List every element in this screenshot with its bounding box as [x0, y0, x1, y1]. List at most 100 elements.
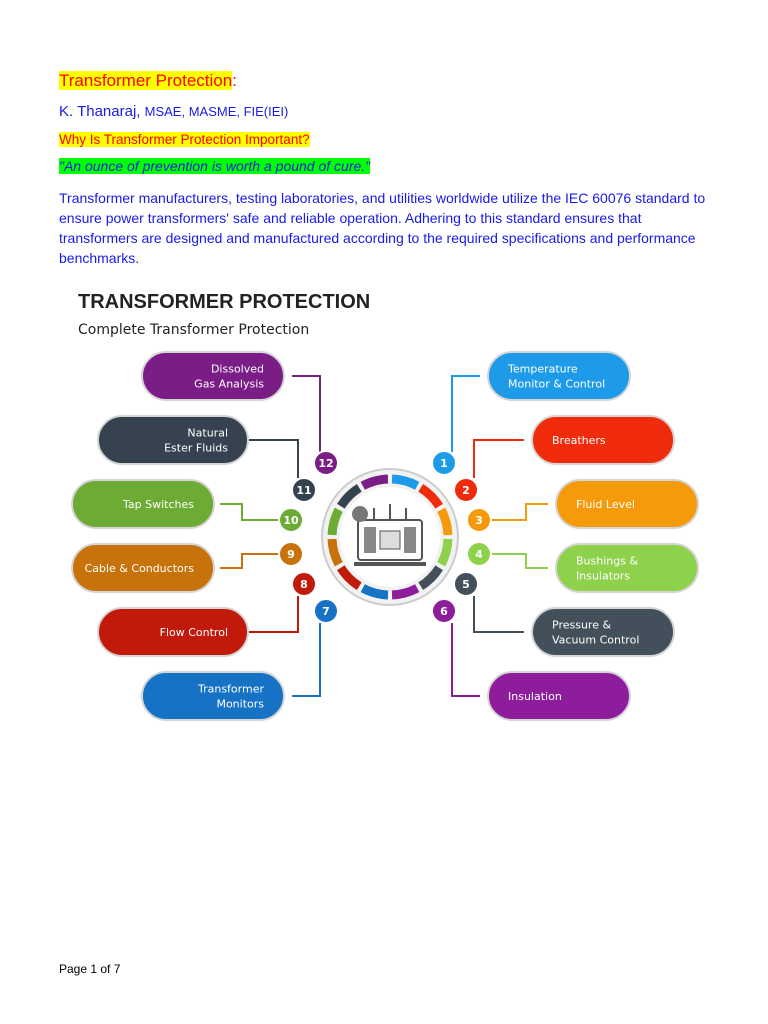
transformer-icon	[352, 504, 426, 566]
protection-item-5: Pressure & Vacuum Control 5	[453, 571, 675, 657]
connector-line-5	[473, 596, 524, 633]
number-badge-12	[313, 450, 339, 476]
number-label-8: 8	[300, 578, 308, 591]
number-label-7: 7	[322, 605, 330, 618]
connector-line-6	[451, 623, 480, 697]
pill-label-9-1: Cable & Conductors	[85, 562, 195, 575]
ring-segment-9	[327, 538, 343, 567]
number-badge-10	[278, 507, 304, 533]
pill-1	[487, 351, 631, 401]
infographic-title: TRANSFORMER PROTECTION	[78, 291, 370, 313]
number-label-4: 4	[475, 548, 483, 561]
heading-colon: :	[232, 71, 237, 90]
pill-label-2-1: Breathers	[552, 434, 606, 447]
ring-segment-7	[360, 584, 389, 600]
number-label-12: 12	[318, 457, 333, 470]
page-footer: Page 1 of 7	[59, 962, 121, 976]
pill-2	[531, 415, 675, 465]
connector-line-8	[248, 596, 299, 633]
number-badge-6	[431, 598, 457, 624]
ring-segment-11	[336, 483, 362, 509]
connector-line-11	[248, 439, 299, 478]
pill-9	[71, 543, 215, 593]
pill-label-12-1: Dissolved	[211, 363, 264, 376]
why-heading-text: Why Is Transformer Protection Important?	[59, 132, 310, 147]
protection-item-9: Cable & Conductors 9	[71, 541, 304, 593]
number-badge-5	[453, 571, 479, 597]
pill-label-11-2: Ester Fluids	[164, 442, 228, 455]
protection-item-3: Fluid Level 3	[466, 479, 699, 533]
why-heading: Why Is Transformer Protection Important?	[59, 131, 310, 149]
connector-line-7	[292, 623, 321, 697]
pill-label-3-1: Fluid Level	[576, 498, 635, 511]
pill-label-4-1: Bushings &	[576, 555, 638, 568]
connector-line-3	[492, 503, 548, 521]
protection-item-8: Flow Control 8	[97, 571, 317, 657]
pill-label-1-2: Monitor & Control	[508, 378, 605, 391]
transformer-protection-infographic: TRANSFORMER PROTECTION Complete Transfor…	[64, 280, 724, 740]
number-badge-11	[291, 477, 317, 503]
pill-3	[555, 479, 699, 529]
pill-4	[555, 543, 699, 593]
pill-label-10-1: Tap Switches	[122, 498, 194, 511]
protection-item-2: Breathers 2	[453, 415, 675, 503]
ring-segment-12	[360, 474, 389, 490]
ring-segment-4	[437, 538, 453, 567]
number-badge-1	[431, 450, 457, 476]
connector-line-1	[451, 375, 480, 452]
pill-12	[141, 351, 285, 401]
connector-line-9	[220, 553, 278, 569]
pill-label-11-1: Natural	[187, 427, 228, 440]
ring-segment-6	[391, 584, 420, 600]
connector-line-10	[220, 503, 278, 521]
protection-item-6: Insulation 6	[431, 598, 631, 721]
pill-label-1-1: Temperature	[507, 363, 578, 376]
ring-segment-3	[437, 507, 453, 536]
pill-label-12-2: Gas Analysis	[194, 378, 264, 391]
pill-label-6-1: Insulation	[508, 690, 562, 703]
pill-label-5-2: Vacuum Control	[552, 634, 639, 647]
connector-line-2	[473, 439, 524, 478]
infographic-canvas: TRANSFORMER PROTECTION Complete Transfor…	[71, 291, 699, 721]
pill-6	[487, 671, 631, 721]
protection-item-4: Bushings & Insulators 4	[466, 541, 699, 593]
number-badge-2	[453, 477, 479, 503]
ring-segment-10	[327, 507, 343, 536]
number-badge-3	[466, 507, 492, 533]
number-badge-9	[278, 541, 304, 567]
number-label-2: 2	[462, 484, 470, 497]
ring-segment-2	[418, 483, 444, 509]
heading-title: Transformer Protection	[59, 71, 233, 90]
pill-label-7-1: Transformer	[197, 683, 264, 696]
number-label-3: 3	[475, 514, 483, 527]
pill-label-5-1: Pressure &	[552, 619, 611, 632]
protection-item-10: Tap Switches 10	[71, 479, 304, 533]
number-badge-4	[466, 541, 492, 567]
pill-label-7-2: Monitors	[216, 698, 264, 711]
number-label-6: 6	[440, 605, 448, 618]
infographic-subtitle: Complete Transformer Protection	[78, 322, 309, 338]
author-credentials: MSAE, MASME, FIE(IEI)	[144, 104, 289, 119]
number-label-10: 10	[283, 514, 299, 527]
pill-11	[97, 415, 249, 465]
body-paragraph: Transformer manufacturers, testing labor…	[59, 190, 706, 266]
author-line: K. Thanaraj, MSAE, MASME, FIE(IEI)	[59, 102, 288, 122]
connector-line-4	[492, 553, 548, 569]
connector-line-12	[292, 375, 321, 452]
ring-segment-8	[336, 565, 362, 591]
author-name: K. Thanaraj,	[59, 103, 141, 120]
pill-label-8-1: Flow Control	[160, 626, 228, 639]
document-heading: Transformer Protection:	[59, 70, 237, 92]
number-badge-8	[291, 571, 317, 597]
number-label-9: 9	[287, 548, 295, 561]
pill-10	[71, 479, 215, 529]
pill-label-4-2: Insulators	[576, 570, 630, 583]
number-label-5: 5	[462, 578, 470, 591]
ring-segment-1	[391, 474, 420, 490]
pill-8	[97, 607, 249, 657]
ring-segment-5	[418, 565, 444, 591]
